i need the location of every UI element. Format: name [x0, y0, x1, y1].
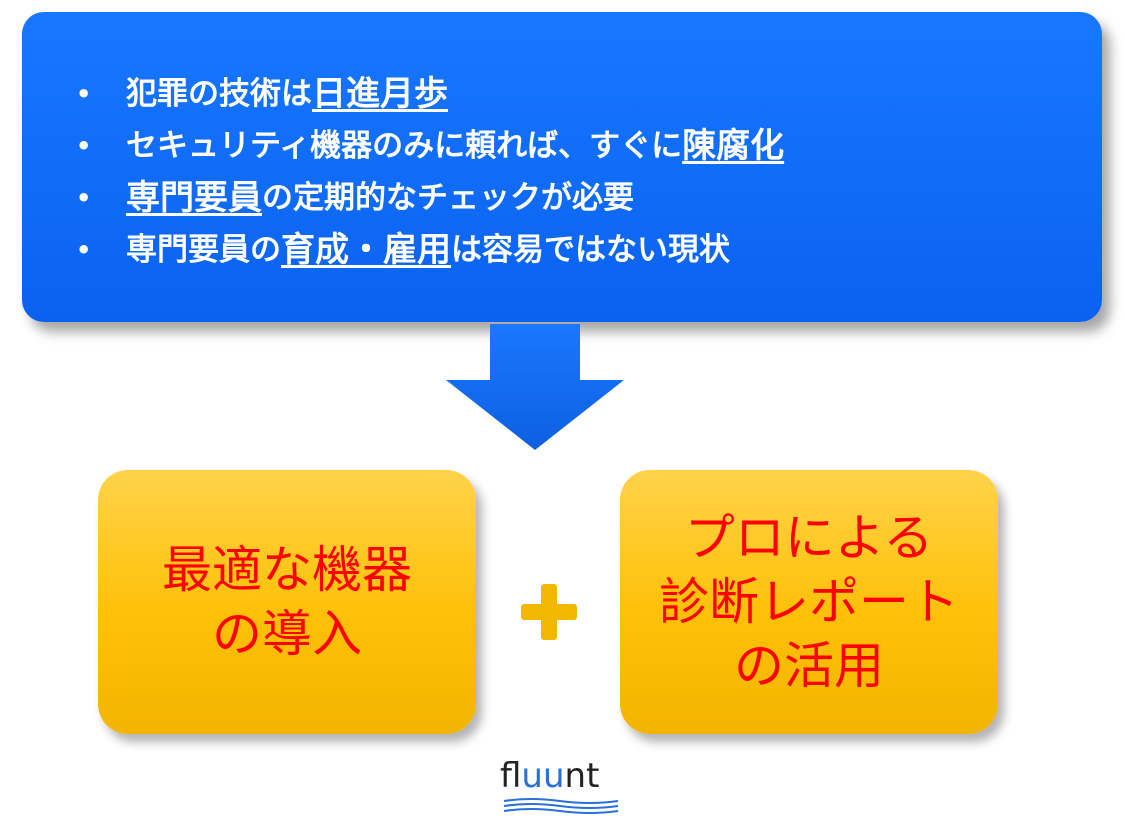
wave-icon: [503, 798, 619, 814]
bullet-marker: •: [76, 184, 92, 212]
down-arrow-icon: [446, 324, 624, 450]
bullet-2-text: セキュリティ機器のみに頼れば、すぐに: [126, 128, 683, 164]
bullet-4-text-start: 専門要員の: [126, 232, 281, 268]
solution-box-equipment: 最適な機器 の導入: [98, 470, 476, 734]
problem-panel: • 犯罪の技術は日進月歩 • セキュリティ機器のみに頼れば、すぐに陳腐化 • 専…: [22, 12, 1102, 322]
logo-wordmark: fluunt: [500, 756, 622, 796]
equipment-line-2: の導入: [212, 605, 362, 663]
logo-prefix: fl: [500, 756, 522, 796]
bullet-1-text: 犯罪の技術は: [126, 76, 312, 112]
bullet-3: • 専門要員の定期的なチェックが必要: [72, 172, 784, 224]
problem-list: • 犯罪の技術は日進月歩 • セキュリティ機器のみに頼れば、すぐに陳腐化 • 専…: [72, 68, 784, 276]
bullet-3-emphasis: 専門要員: [126, 178, 262, 218]
equipment-line-1: 最適な機器: [162, 541, 412, 599]
report-line-3: の活用: [734, 637, 884, 695]
bullet-4-emphasis: 育成・雇用: [281, 230, 451, 270]
bullet-1-emphasis: 日進月歩: [312, 74, 448, 114]
bullet-4-text-end: は容易ではない現状: [451, 232, 730, 268]
solution-box-report: プロによる 診断レポート の活用: [620, 470, 998, 734]
logo-suffix: nt: [564, 756, 600, 796]
bullet-4: • 専門要員の育成・雇用は容易ではない現状: [72, 224, 784, 276]
bullet-marker: •: [76, 80, 92, 108]
bullet-1: • 犯罪の技術は日進月歩: [72, 68, 784, 120]
bullet-marker: •: [76, 236, 92, 264]
report-line-1: プロによる: [684, 509, 934, 567]
plus-icon: [521, 584, 577, 640]
bullet-marker: •: [76, 132, 92, 160]
fluunt-logo: fluunt: [500, 756, 622, 816]
logo-middle: uu: [521, 756, 565, 796]
bullet-3-text: の定期的なチェックが必要: [262, 180, 634, 216]
bullet-2-emphasis: 陳腐化: [682, 126, 785, 166]
report-line-2: 診断レポート: [659, 573, 959, 631]
bullet-2: • セキュリティ機器のみに頼れば、すぐに陳腐化: [72, 120, 784, 172]
